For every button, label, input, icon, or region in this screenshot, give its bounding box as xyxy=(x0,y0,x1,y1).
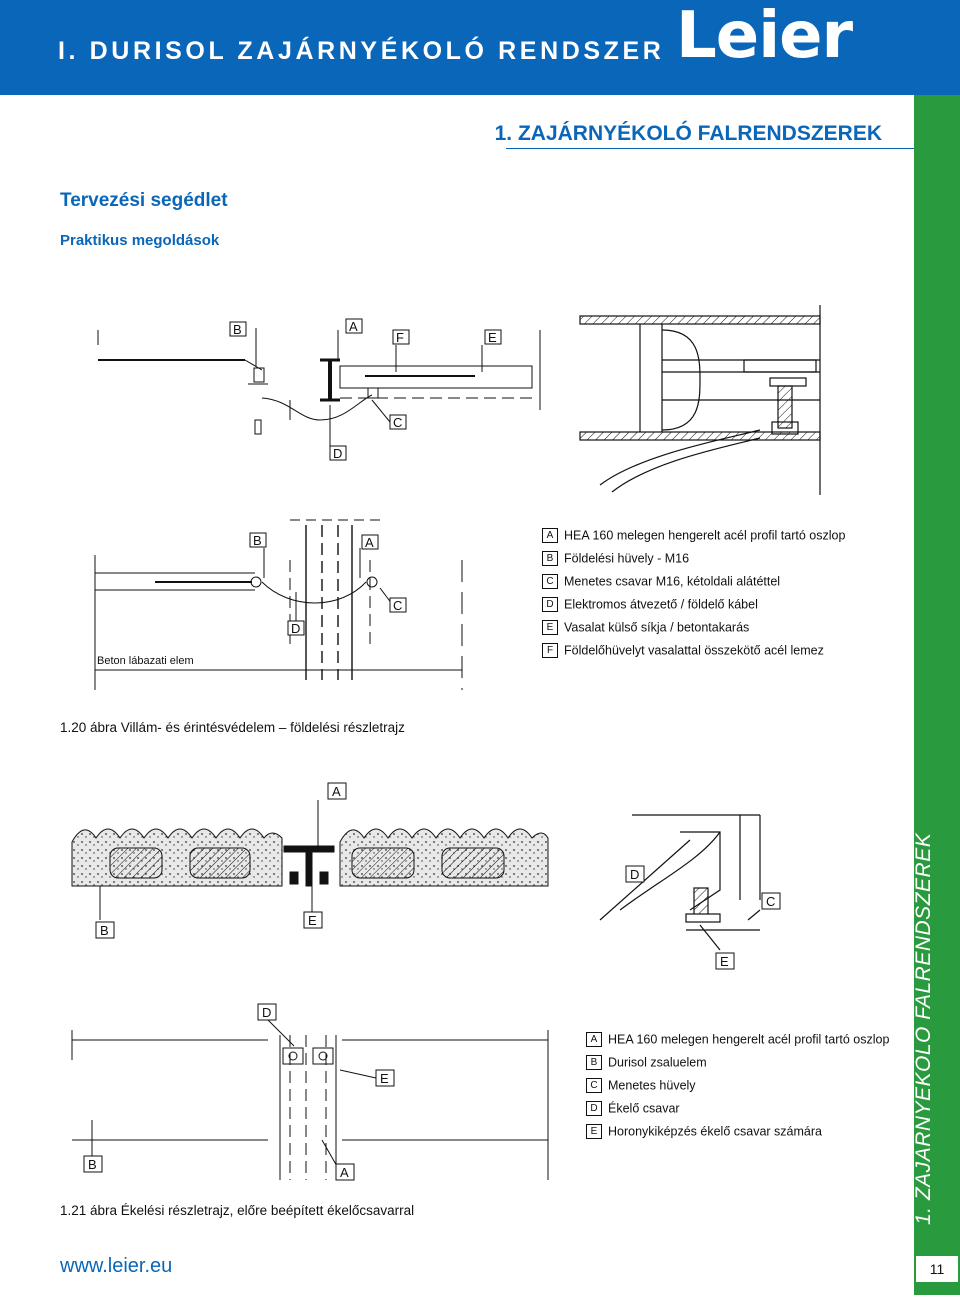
svg-text:B: B xyxy=(253,533,262,548)
svg-text:B: B xyxy=(88,1157,97,1172)
beton-label: Beton lábazati elem xyxy=(97,655,194,667)
fig1-callout-letters-bottom: B A C D xyxy=(253,533,402,636)
figure2-caption: 1.21 ábra Ékelési részletrajz, előre beé… xyxy=(60,1203,415,1218)
svg-text:D: D xyxy=(262,1005,271,1020)
fig1-callouts-bottom xyxy=(249,532,407,636)
figure1-caption: 1.20 ábra Villám- és érintésvédelem – fö… xyxy=(60,720,405,735)
svg-text:B: B xyxy=(100,923,109,938)
svg-text:E: E xyxy=(308,913,317,928)
svg-text:A: A xyxy=(349,319,358,334)
svg-text:C: C xyxy=(393,415,402,430)
chapter-title: 1. ZAJÁRNYÉKOLÓ FALRENDSZEREK xyxy=(494,122,882,145)
svg-text:E: E xyxy=(488,330,497,345)
fig2-callout-letters-top: A B E xyxy=(100,784,341,938)
chapter-divider xyxy=(506,148,914,149)
fig2-callouts-detail xyxy=(625,865,781,970)
section-title: Tervezési segédlet xyxy=(60,190,228,211)
svg-text:E: E xyxy=(380,1071,389,1086)
svg-text:C: C xyxy=(393,598,402,613)
fig1-plan-bottom xyxy=(94,519,463,690)
footer-url[interactable]: www.leier.eu xyxy=(60,1255,173,1277)
fig2-wall xyxy=(71,800,549,920)
leier-logo: Leier xyxy=(676,0,853,73)
fig1-callout-letters-top: B A F E C D xyxy=(233,319,497,461)
page-number: 11 xyxy=(916,1256,958,1282)
svg-text:F: F xyxy=(396,330,404,345)
fig1-detail xyxy=(579,305,821,495)
svg-text:E: E xyxy=(720,954,729,969)
svg-text:A: A xyxy=(365,535,374,550)
page-header: I. DURISOL ZAJÁRNYÉKOLÓ RENDSZER Leier xyxy=(0,0,960,95)
svg-text:D: D xyxy=(333,446,342,461)
fig2-detail xyxy=(599,814,761,951)
fig2-callouts-top xyxy=(95,782,347,939)
header-title: I. DURISOL ZAJÁRNYÉKOLÓ RENDSZER xyxy=(58,37,665,65)
svg-text:D: D xyxy=(630,867,639,882)
svg-text:D: D xyxy=(291,621,300,636)
side-bar xyxy=(914,95,960,1295)
fig1-plan-top xyxy=(97,328,541,446)
svg-text:B: B xyxy=(233,322,242,337)
fig1-callouts-top xyxy=(229,318,502,461)
fig2-callout-letters-plan: D E B A xyxy=(88,1005,389,1180)
svg-text:A: A xyxy=(332,784,341,799)
fig2-callouts-plan xyxy=(83,1003,395,1181)
svg-text:C: C xyxy=(766,894,775,909)
section-subtitle: Praktikus megoldások xyxy=(60,232,220,249)
fig2-plan xyxy=(71,1019,549,1180)
svg-text:A: A xyxy=(340,1165,349,1180)
fig2-callout-letters-detail: D C E xyxy=(630,867,775,969)
